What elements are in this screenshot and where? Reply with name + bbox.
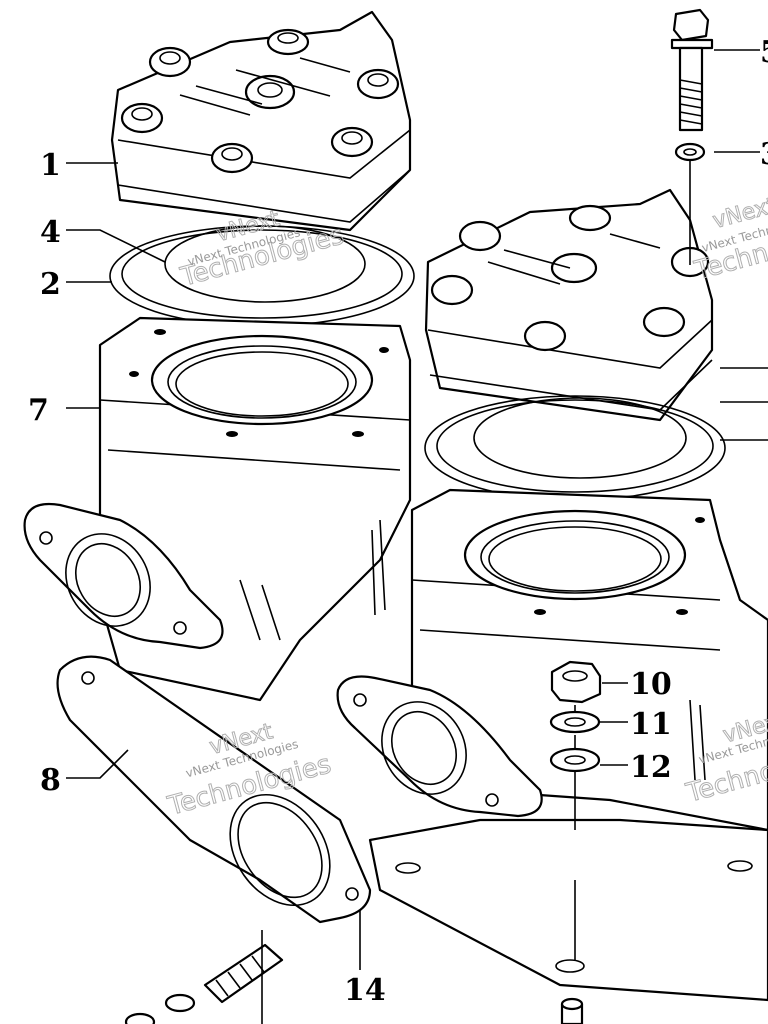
- nut-10: [550, 660, 602, 704]
- lock-washer-11: [549, 710, 601, 734]
- callout-10: 10: [630, 667, 672, 702]
- callout-5: 5: [760, 35, 768, 70]
- base-gasket-right: [368, 818, 768, 1002]
- callout-2: 2: [40, 267, 61, 302]
- stud-bottom-left: [124, 943, 284, 1024]
- flange-gasket-left: [56, 655, 372, 924]
- cylinder-left: [98, 316, 412, 702]
- leader-lines: [66, 49, 768, 1024]
- cylinder-head-left: [110, 10, 412, 232]
- exhaust-flange-right: [336, 675, 543, 818]
- exhaust-flange-left: [23, 502, 224, 650]
- callout-1: 1: [40, 148, 61, 183]
- callout-3: 3: [760, 137, 768, 172]
- washer-12: [549, 747, 601, 773]
- cylinder-head-right: [424, 188, 714, 422]
- callout-7: 7: [28, 393, 49, 428]
- head-gasket-rings-right: [424, 395, 726, 501]
- callout-14: 14: [344, 973, 386, 1008]
- stud-bottom-right: [560, 997, 584, 1024]
- callout-4: 4: [40, 215, 61, 250]
- callout-8: 8: [40, 763, 61, 798]
- callout-11: 11: [630, 707, 672, 742]
- callout-12: 12: [630, 750, 672, 785]
- washer-3: [674, 142, 706, 162]
- head-bolt: [670, 8, 714, 132]
- callout-labels: 1 4 2 7 8 14 5 3 10 11 12: [28, 35, 768, 1008]
- cylinder-right: [410, 488, 768, 832]
